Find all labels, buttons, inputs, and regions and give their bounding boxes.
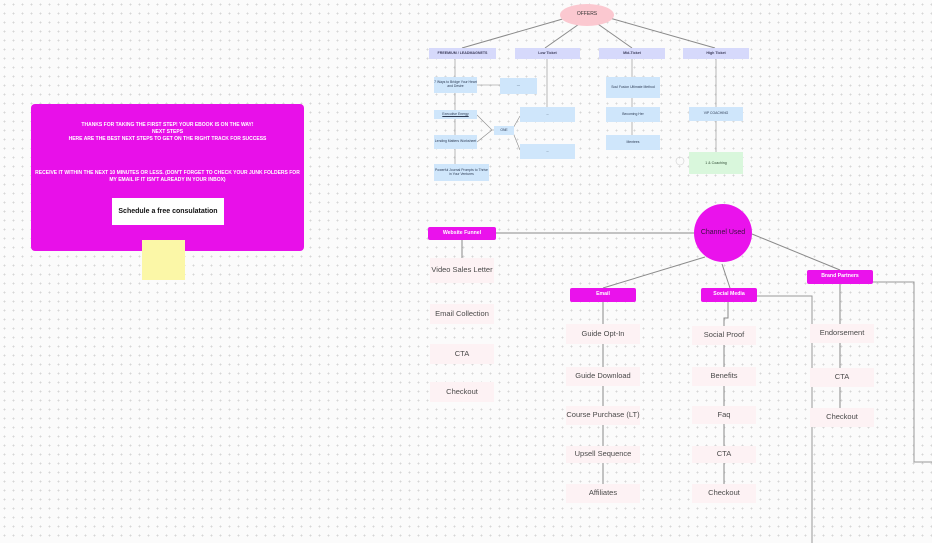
mid-ticket-item[interactable]: Mentees	[606, 135, 660, 150]
brand-funnel-step[interactable]: CTA	[810, 368, 874, 387]
channel-used-label[interactable]: Channel Used	[700, 228, 746, 236]
social-media-node[interactable]: Social Media	[701, 288, 757, 302]
social-funnel-step[interactable]: Checkout	[692, 484, 756, 503]
freemium-item[interactable]: Executive Energy	[434, 110, 477, 119]
offer-mid-ticket[interactable]: Mid-Ticket	[599, 48, 665, 59]
brand-partners-node[interactable]: Brand Partners	[807, 270, 873, 284]
panel-next-steps: NEXT STEPS	[151, 129, 184, 135]
email-funnel-step[interactable]: Guide Download	[566, 367, 640, 386]
low-ticket-box[interactable]: --	[520, 144, 575, 159]
offer-high-ticket[interactable]: High Ticket	[683, 48, 749, 59]
mid-ticket-item[interactable]: Becoming Her	[606, 107, 660, 122]
email-funnel-step[interactable]: Upsell Sequence	[566, 446, 640, 463]
social-funnel-step[interactable]: Benefits	[692, 367, 756, 386]
freemium-item[interactable]: Lending Matters Worksheet	[434, 135, 477, 149]
email-funnel-step[interactable]: Course Purchase (LT)	[566, 406, 640, 425]
website-funnel-step[interactable]: Checkout	[430, 382, 494, 402]
thank-you-panel: THANKS FOR TAKING THE FIRST STEP! YOUR E…	[31, 104, 304, 251]
website-funnel-step[interactable]: Email Collection	[430, 304, 494, 324]
mid-ticket-item[interactable]: Soul Fusion Ultimate Method	[606, 77, 660, 98]
website-funnel-node[interactable]: Website Funnel	[428, 227, 496, 240]
small-handle-dot	[675, 156, 685, 166]
website-funnel-step[interactable]: Video Sales Letter	[430, 258, 494, 283]
offer-freemium[interactable]: FREEMIUM / LEADMAGNETS	[429, 48, 496, 59]
email-funnel-step[interactable]: Affiliates	[566, 484, 640, 503]
offer-low-ticket[interactable]: Low Ticket	[515, 48, 580, 59]
low-connector-box[interactable]: ONE	[494, 126, 514, 135]
high-ticket-vip[interactable]: VIP COACHING	[689, 107, 743, 121]
offers-root-label[interactable]: OFFERS	[576, 11, 598, 18]
freemium-side-box[interactable]: ---	[500, 78, 537, 94]
offers-root-shape	[560, 4, 614, 26]
social-funnel-step[interactable]: Social Proof	[692, 326, 756, 345]
high-ticket-coaching[interactable]: 1 & Coaching	[689, 152, 743, 174]
freemium-item[interactable]: 7 Ways to Bridge Your Heart and Desire	[434, 77, 477, 93]
sticky-note[interactable]	[142, 240, 185, 280]
website-funnel-step[interactable]: CTA	[430, 344, 494, 364]
panel-heading: THANKS FOR TAKING THE FIRST STEP! YOUR E…	[81, 122, 254, 128]
social-funnel-step[interactable]: Faq	[692, 406, 756, 424]
low-ticket-box[interactable]: --	[520, 107, 575, 122]
email-node[interactable]: Email	[570, 288, 636, 302]
social-funnel-step[interactable]: CTA	[692, 446, 756, 463]
schedule-consultation-button[interactable]: Schedule a free consulatation	[112, 198, 224, 225]
panel-subheading: HERE ARE THE BEST NEXT STEPS TO GET ON T…	[68, 136, 267, 142]
freemium-item[interactable]: Powerful Journal Prompts to Thrive in Yo…	[434, 164, 489, 181]
channel-used-shape	[694, 204, 752, 262]
brand-funnel-step[interactable]: Checkout	[810, 408, 874, 427]
brand-funnel-step[interactable]: Endorsement	[810, 324, 874, 343]
email-funnel-step[interactable]: Guide Opt-In	[566, 324, 640, 344]
panel-receive-note: RECEIVE IT WITHIN THE NEXT 10 MINUTES OR…	[35, 170, 300, 183]
